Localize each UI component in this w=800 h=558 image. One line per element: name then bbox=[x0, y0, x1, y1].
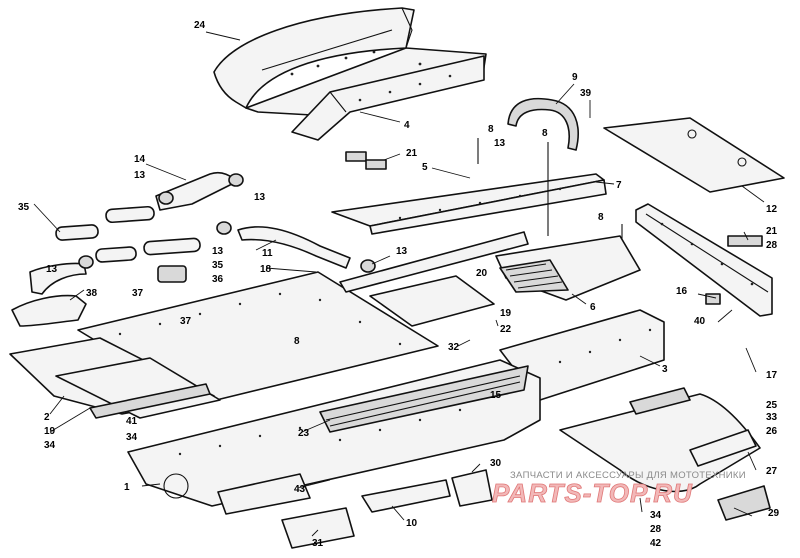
part-6-heat-exchanger bbox=[495, 235, 641, 301]
callout-38: 38 bbox=[86, 288, 98, 299]
callout-30: 30 bbox=[490, 458, 502, 469]
callout-22: 22 bbox=[500, 324, 512, 335]
callout-17: 17 bbox=[766, 370, 778, 381]
part-10-skid-plates bbox=[217, 469, 493, 549]
callout-34c: 34 bbox=[650, 510, 662, 521]
callout-32: 32 bbox=[448, 342, 460, 353]
part-4-bracket bbox=[291, 55, 485, 141]
part-20-center-tray bbox=[339, 231, 529, 327]
part-16-side-rail bbox=[635, 203, 773, 317]
watermark-brand: PARTS-TOP.RU bbox=[492, 478, 693, 508]
callout-9: 9 bbox=[572, 72, 578, 83]
callout-34a: 34 bbox=[44, 440, 56, 451]
part-1-main-tunnel bbox=[127, 359, 541, 507]
callout-19b: 19 bbox=[44, 426, 56, 437]
callout-11: 11 bbox=[262, 248, 273, 259]
callout-10: 10 bbox=[406, 518, 418, 529]
callout-24: 24 bbox=[194, 20, 206, 31]
callout-25: 25 bbox=[766, 400, 778, 411]
callout-6: 6 bbox=[590, 302, 596, 313]
callout-1: 1 bbox=[124, 482, 130, 493]
coolant-hoses bbox=[11, 171, 376, 327]
callout-27: 27 bbox=[766, 466, 778, 477]
callout-3: 3 bbox=[662, 364, 668, 375]
callout-21a: 21 bbox=[406, 148, 418, 159]
callout-18: 18 bbox=[260, 264, 272, 275]
callout-23: 23 bbox=[298, 428, 310, 439]
callout-34b: 34 bbox=[126, 432, 138, 443]
callout-13d: 13 bbox=[212, 246, 224, 257]
callout-26: 26 bbox=[766, 426, 778, 437]
callout-8a: 8 bbox=[488, 124, 494, 135]
callout-5: 5 bbox=[422, 162, 428, 173]
part-26-rear-bumper bbox=[559, 387, 771, 521]
part-24-tunnel-cover bbox=[213, 7, 487, 117]
callout-labels: 24 4 9 39 8 8 13 21 5 7 12 14 13 13 35 1… bbox=[18, 20, 780, 549]
callout-41: 41 bbox=[126, 416, 138, 427]
callout-13f: 13 bbox=[46, 264, 58, 275]
part-5-rail bbox=[331, 173, 607, 235]
callout-20: 20 bbox=[476, 268, 488, 279]
callout-4: 4 bbox=[404, 120, 410, 131]
callout-21b: 21 bbox=[766, 226, 778, 237]
callout-13e: 13 bbox=[396, 246, 408, 257]
watermark: ЗАПЧАСТИ И АКСЕССУАРЫ ДЛЯ МОТОТЕХНИКИ PA… bbox=[492, 470, 746, 508]
part-9-handle bbox=[507, 97, 579, 151]
callout-33: 33 bbox=[766, 412, 778, 423]
callout-35b: 35 bbox=[212, 260, 224, 271]
callout-40: 40 bbox=[694, 316, 706, 327]
callout-15: 15 bbox=[490, 390, 502, 401]
callout-28b: 28 bbox=[650, 524, 662, 535]
callout-13c: 13 bbox=[254, 192, 266, 203]
callout-7: 7 bbox=[616, 180, 622, 191]
callout-13a: 13 bbox=[494, 138, 506, 149]
callout-19a: 19 bbox=[500, 308, 512, 319]
callout-2: 2 bbox=[44, 412, 50, 423]
leader-lines bbox=[33, 31, 765, 537]
callout-43: 43 bbox=[294, 484, 306, 495]
callout-39: 39 bbox=[580, 88, 592, 99]
part-2-left-rail bbox=[9, 337, 221, 419]
part-21-tabs bbox=[345, 151, 387, 170]
callout-29: 29 bbox=[768, 508, 780, 519]
callout-37a: 37 bbox=[132, 288, 144, 299]
callout-42: 42 bbox=[650, 538, 662, 549]
callout-12: 12 bbox=[766, 204, 778, 215]
callout-28a: 28 bbox=[766, 240, 778, 251]
callout-35a: 35 bbox=[18, 202, 30, 213]
callout-13b: 13 bbox=[134, 170, 146, 181]
callout-31: 31 bbox=[312, 538, 324, 549]
callout-8b: 8 bbox=[542, 128, 548, 139]
callout-37b: 37 bbox=[180, 316, 192, 327]
callout-16: 16 bbox=[676, 286, 688, 297]
callout-8d: 8 bbox=[294, 336, 300, 347]
callout-36: 36 bbox=[212, 274, 224, 285]
part-12-panel bbox=[603, 117, 785, 193]
callout-14: 14 bbox=[134, 154, 146, 165]
watermark-tagline: ЗАПЧАСТИ И АКСЕССУАРЫ ДЛЯ МОТОТЕХНИКИ bbox=[510, 470, 746, 481]
callout-8c: 8 bbox=[598, 212, 604, 223]
